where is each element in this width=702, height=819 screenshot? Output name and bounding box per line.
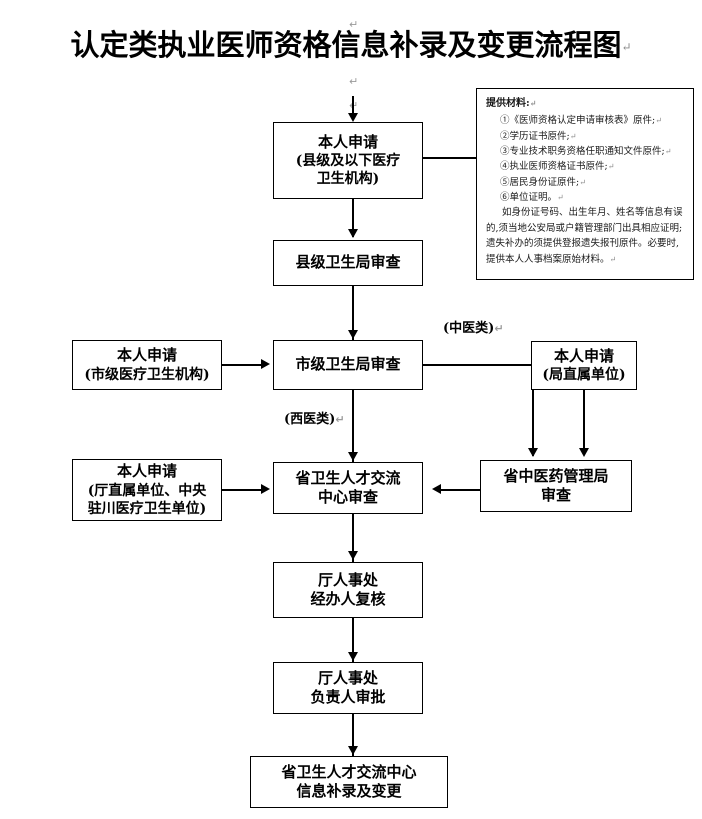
node-approve-personnel-line-2: 负责人审批	[310, 688, 386, 706]
node-apply-county-line-2: (县级及以下医疗	[295, 153, 401, 170]
node-review-talent-center[interactable]: 省卫生人才交流 中心审查	[273, 462, 423, 514]
arrow-into-talent-center-left	[261, 484, 270, 494]
node-apply-city-line-2: (市级医疗卫生机构)	[84, 366, 210, 383]
arrow-into-tcm-review	[528, 448, 538, 457]
node-apply-county-line-1: 本人申请	[317, 132, 378, 151]
page-title: 认定类执业医师资格信息补录及变更流程图↵	[0, 22, 702, 64]
node-review-talent-center-line-1: 省卫生人才交流	[295, 468, 401, 487]
node-apply-dept-direct[interactable]: 本人申请 (厅直属单位、中央 驻川医疗卫生单位)	[72, 459, 222, 521]
edge-label-western: (西医类)↵	[284, 412, 345, 427]
materials-note-item: ⑤居民身份证原件;↵	[500, 176, 586, 188]
arrow-into-talent-center-right	[432, 484, 441, 494]
node-apply-county-line-3: 卫生机构)	[316, 171, 380, 188]
connector-apply-dept-to-talent-center	[222, 489, 264, 491]
connector-top-stem	[352, 96, 354, 118]
pilcrow-mark-2: ↵	[349, 75, 359, 88]
node-final-update-line-2: 信息补录及变更	[296, 782, 402, 800]
node-final-update[interactable]: 省卫生人才交流中心 信息补录及变更	[250, 756, 448, 808]
materials-note-item: ③专业技术职务资格任职通知文件原件;↵	[500, 145, 672, 157]
arrow-into-recheck	[348, 551, 358, 560]
connector-recheck-to-approve	[352, 618, 354, 662]
node-final-update-line-1: 省卫生人才交流中心	[281, 762, 417, 781]
arrow-into-city-review-left	[261, 359, 270, 369]
node-apply-dept-direct-line-3: 驻川医疗卫生单位)	[87, 500, 207, 517]
connector-apply-county-to-note	[423, 157, 477, 159]
pilcrow-title: ↵	[621, 40, 632, 54]
connector-bureau-direct-down	[583, 390, 585, 415]
node-review-tcm-bureau-line-1: 省中医药管理局	[503, 466, 609, 485]
node-review-tcm-bureau-line-2: 审查	[540, 486, 571, 504]
materials-note-item: ②学历证书原件;↵	[500, 130, 577, 142]
arrow-into-county-review	[348, 229, 358, 238]
connector-talent-center-to-recheck	[352, 514, 354, 562]
node-recheck-personnel-line-1: 厅人事处	[317, 570, 378, 589]
node-apply-bureau-direct-line-1: 本人申请	[553, 346, 614, 365]
connector-tcm-to-talent-center	[440, 489, 482, 491]
page-title-text: 认定类执业医师资格信息补录及变更流程图	[70, 28, 622, 62]
node-review-county-bureau-line-1: 县级卫生局审查	[295, 253, 401, 272]
node-review-city-bureau[interactable]: 市级卫生局审查	[273, 340, 423, 390]
materials-note-item: ④执业医师资格证书原件;↵	[500, 161, 615, 173]
materials-note-heading: 提供材料:↵	[486, 98, 537, 109]
node-approve-personnel[interactable]: 厅人事处 负责人审批	[273, 662, 423, 714]
arrow-into-talent-center-top	[348, 452, 358, 461]
pilcrow-mark-1: ↵	[349, 18, 359, 31]
node-review-county-bureau[interactable]: 县级卫生局审查	[273, 240, 423, 286]
connector-city-review-to-tcm	[423, 364, 533, 366]
node-apply-dept-direct-line-2: (厅直属单位、中央	[87, 482, 207, 499]
materials-note-paragraph: 如身份证号码、出生年月、姓名等信息有误的,须当地公安局或户籍管理部门出具相应证明…	[486, 207, 683, 265]
arrow-into-apply-county	[348, 113, 358, 122]
pilcrow-mark-3: ↵	[349, 99, 359, 112]
connector-county-review-to-city-review	[352, 286, 354, 340]
connector-city-review-to-tcm-vertical	[532, 364, 534, 456]
edge-label-tcm: (中医类)↵	[443, 321, 504, 336]
node-apply-city-line-1: 本人申请	[116, 346, 177, 365]
connector-bureau-direct-down2	[583, 415, 585, 455]
node-apply-county[interactable]: 本人申请 (县级及以下医疗 卫生机构)	[273, 122, 423, 199]
materials-note-item: ⑥单位证明。↵	[500, 192, 564, 204]
materials-note-panel: 提供材料:↵ ①《医师资格认定申请审核表》原件;↵ ②学历证书原件;↵ ③专业技…	[476, 88, 694, 280]
node-review-talent-center-line-2: 中心审查	[317, 488, 378, 506]
node-apply-dept-direct-line-1: 本人申请	[116, 462, 177, 481]
connector-approve-to-final	[352, 714, 354, 756]
connector-city-review-to-talent-center	[352, 390, 354, 462]
materials-note-item: ①《医师资格认定申请审核表》原件;↵	[500, 115, 662, 127]
node-apply-bureau-direct-line-2: (局直属单位)	[542, 367, 626, 384]
node-recheck-personnel[interactable]: 厅人事处 经办人复核	[273, 562, 423, 618]
arrow-into-city-review	[348, 330, 358, 339]
arrow-into-approve	[348, 652, 358, 661]
arrow-into-final	[348, 746, 358, 755]
node-review-city-bureau-line-1: 市级卫生局审查	[295, 355, 401, 374]
connector-apply-city-to-city-review	[222, 364, 264, 366]
node-recheck-personnel-line-2: 经办人复核	[310, 590, 386, 608]
node-apply-city[interactable]: 本人申请 (市级医疗卫生机构)	[72, 340, 222, 390]
node-apply-bureau-direct[interactable]: 本人申请 (局直属单位)	[531, 341, 637, 390]
connector-apply-county-to-county-review	[352, 199, 354, 237]
node-approve-personnel-line-1: 厅人事处	[317, 668, 378, 687]
node-review-tcm-bureau[interactable]: 省中医药管理局 审查	[480, 460, 632, 512]
